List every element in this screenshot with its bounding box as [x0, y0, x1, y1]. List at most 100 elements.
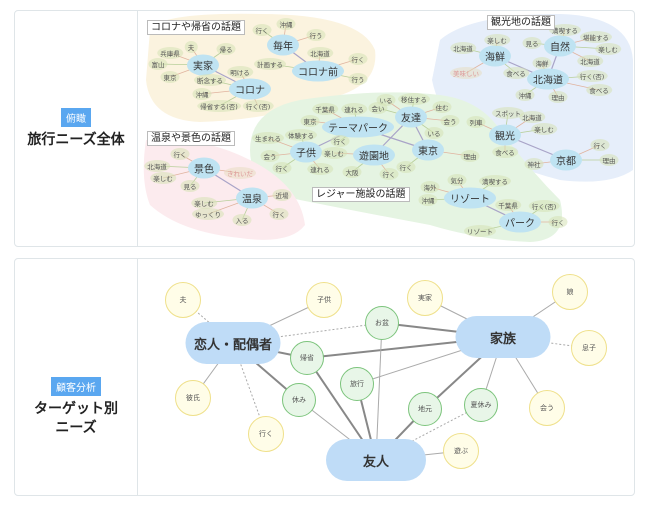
word-node[interactable]: 富山 — [148, 58, 168, 70]
word-node[interactable]: 東京 — [300, 115, 320, 127]
segment-node[interactable]: 家族 — [455, 316, 551, 358]
word-node[interactable]: 理由 — [599, 154, 619, 166]
word-node[interactable]: スポット — [492, 107, 524, 119]
shared-word-node[interactable]: 休み — [282, 383, 316, 417]
word-node[interactable]: 近場 — [272, 189, 292, 201]
word-node[interactable]: 北海道 — [307, 47, 333, 59]
shared-word-node[interactable]: お盆 — [365, 306, 399, 340]
segment-word-node[interactable]: 行く — [248, 416, 284, 452]
topic-hub-node[interactable]: テーマパーク — [322, 116, 394, 138]
word-node[interactable]: 行う — [306, 29, 326, 41]
word-node[interactable]: 計画する — [254, 58, 286, 70]
segment-word-node[interactable]: 会う — [529, 390, 565, 426]
word-node[interactable]: ゆっくり — [192, 208, 224, 220]
word-node[interactable]: 行う — [348, 73, 368, 85]
word-node[interactable]: リゾート — [464, 225, 496, 237]
word-node[interactable]: 美味しい — [450, 67, 482, 79]
word-node[interactable]: 断念する — [194, 74, 226, 86]
segment-node[interactable]: 恋人・配偶者 — [185, 322, 281, 364]
word-node[interactable]: いる — [424, 127, 444, 139]
topic-hub-node[interactable]: 友達 — [395, 106, 427, 128]
topic-hub-node[interactable]: 遊園地 — [353, 144, 395, 166]
topic-hub-node[interactable]: 子供 — [290, 141, 322, 163]
word-node[interactable]: 帰省する(否) — [197, 100, 241, 112]
topic-hub-node[interactable]: コロナ前 — [292, 60, 344, 82]
word-node[interactable]: きれいだ — [224, 167, 256, 179]
shared-word-node[interactable]: 地元 — [408, 392, 442, 426]
word-node[interactable]: 気分 — [447, 174, 467, 186]
word-node[interactable]: 明ける — [227, 66, 253, 78]
word-node[interactable]: 入る — [232, 214, 252, 226]
word-node[interactable]: 住む — [432, 101, 452, 113]
segment-word-node[interactable]: 実家 — [407, 280, 443, 316]
word-node[interactable]: 生まれる — [252, 132, 284, 144]
word-node[interactable]: 行く — [590, 139, 610, 151]
word-node[interactable]: 東京 — [160, 71, 180, 83]
topic-hub-node[interactable]: 毎年 — [267, 34, 299, 56]
topic-hub-node[interactable]: 自然 — [544, 35, 576, 57]
segment-word-node[interactable]: 子供 — [306, 282, 342, 318]
topic-hub-node[interactable]: 実家 — [187, 54, 219, 76]
shared-word-node[interactable]: 旅行 — [340, 367, 374, 401]
word-node[interactable]: 行く — [396, 161, 416, 173]
segment-node[interactable]: 友人 — [326, 439, 426, 481]
word-node[interactable]: 楽しむ — [191, 197, 217, 209]
word-node[interactable]: 千葉県 — [312, 103, 338, 115]
topic-hub-node[interactable]: 温泉 — [236, 187, 268, 209]
word-node[interactable]: 北海道 — [519, 111, 545, 123]
word-node[interactable]: 会う — [260, 150, 280, 162]
segment-word-node[interactable]: 夫 — [165, 282, 201, 318]
word-node[interactable]: 沖縄 — [192, 88, 212, 100]
word-node[interactable]: 満喫する — [549, 24, 581, 36]
word-node[interactable]: 理由 — [460, 150, 480, 162]
topic-hub-node[interactable]: 観光 — [489, 124, 521, 146]
word-node[interactable]: 北海道 — [144, 160, 170, 172]
topic-hub-node[interactable]: コロナ — [229, 78, 271, 100]
word-node[interactable]: 海外 — [420, 181, 440, 193]
word-node[interactable]: 楽しむ — [595, 43, 621, 55]
shared-word-node[interactable]: 夏休み — [464, 388, 498, 422]
word-node[interactable]: 大阪 — [342, 166, 362, 178]
word-node[interactable]: 沖縄 — [515, 89, 535, 101]
word-node[interactable]: 夫 — [184, 41, 198, 53]
topic-hub-node[interactable]: 京都 — [550, 149, 582, 171]
word-node[interactable]: 行く — [252, 24, 272, 36]
segment-word-node[interactable]: 娘 — [552, 274, 588, 310]
topic-hub-node[interactable]: パーク — [499, 211, 541, 233]
word-node[interactable]: 見る — [180, 180, 200, 192]
topic-hub-node[interactable]: 海鮮 — [479, 45, 511, 67]
word-node[interactable]: 北海道 — [450, 42, 476, 54]
word-node[interactable]: 体験する — [285, 129, 317, 141]
word-node[interactable]: 行く(否) — [528, 200, 560, 212]
word-node[interactable]: 沖縄 — [418, 194, 438, 206]
segment-word-node[interactable]: 遊ぶ — [443, 433, 479, 469]
word-node[interactable]: 行く — [269, 208, 289, 220]
word-node[interactable]: 食べる — [503, 67, 529, 79]
word-node[interactable]: 楽しむ — [150, 172, 176, 184]
word-node[interactable]: 海鮮 — [532, 57, 552, 69]
word-node[interactable]: 行く(否) — [576, 70, 608, 82]
word-node[interactable]: 列車 — [466, 116, 486, 128]
word-node[interactable]: 行く(否) — [242, 100, 274, 112]
topic-hub-node[interactable]: リゾート — [444, 187, 496, 209]
word-node[interactable]: 移住する — [398, 93, 430, 105]
word-node[interactable]: 帰る — [216, 43, 236, 55]
segment-word-node[interactable]: 彼氏 — [175, 380, 211, 416]
segment-word-node[interactable]: 息子 — [571, 330, 607, 366]
shared-word-node[interactable]: 帰省 — [290, 341, 324, 375]
word-node[interactable]: 行く — [330, 135, 350, 147]
word-node[interactable]: 食べる — [492, 146, 518, 158]
word-node[interactable]: 北海道 — [577, 55, 603, 67]
word-node[interactable]: 連れる — [341, 103, 367, 115]
word-node[interactable]: 楽しむ — [321, 147, 347, 159]
word-node[interactable]: 兵庫県 — [157, 47, 183, 59]
word-node[interactable]: 神社 — [524, 158, 544, 170]
word-node[interactable]: 楽しむ — [484, 34, 510, 46]
word-node[interactable]: 会う — [440, 115, 460, 127]
word-node[interactable]: 食べる — [586, 84, 612, 96]
topic-hub-node[interactable]: 景色 — [188, 157, 220, 179]
word-node[interactable]: 行く — [548, 216, 568, 228]
word-node[interactable]: 行く — [348, 53, 368, 65]
word-node[interactable]: 理由 — [548, 91, 568, 103]
word-node[interactable]: 行く — [272, 162, 292, 174]
